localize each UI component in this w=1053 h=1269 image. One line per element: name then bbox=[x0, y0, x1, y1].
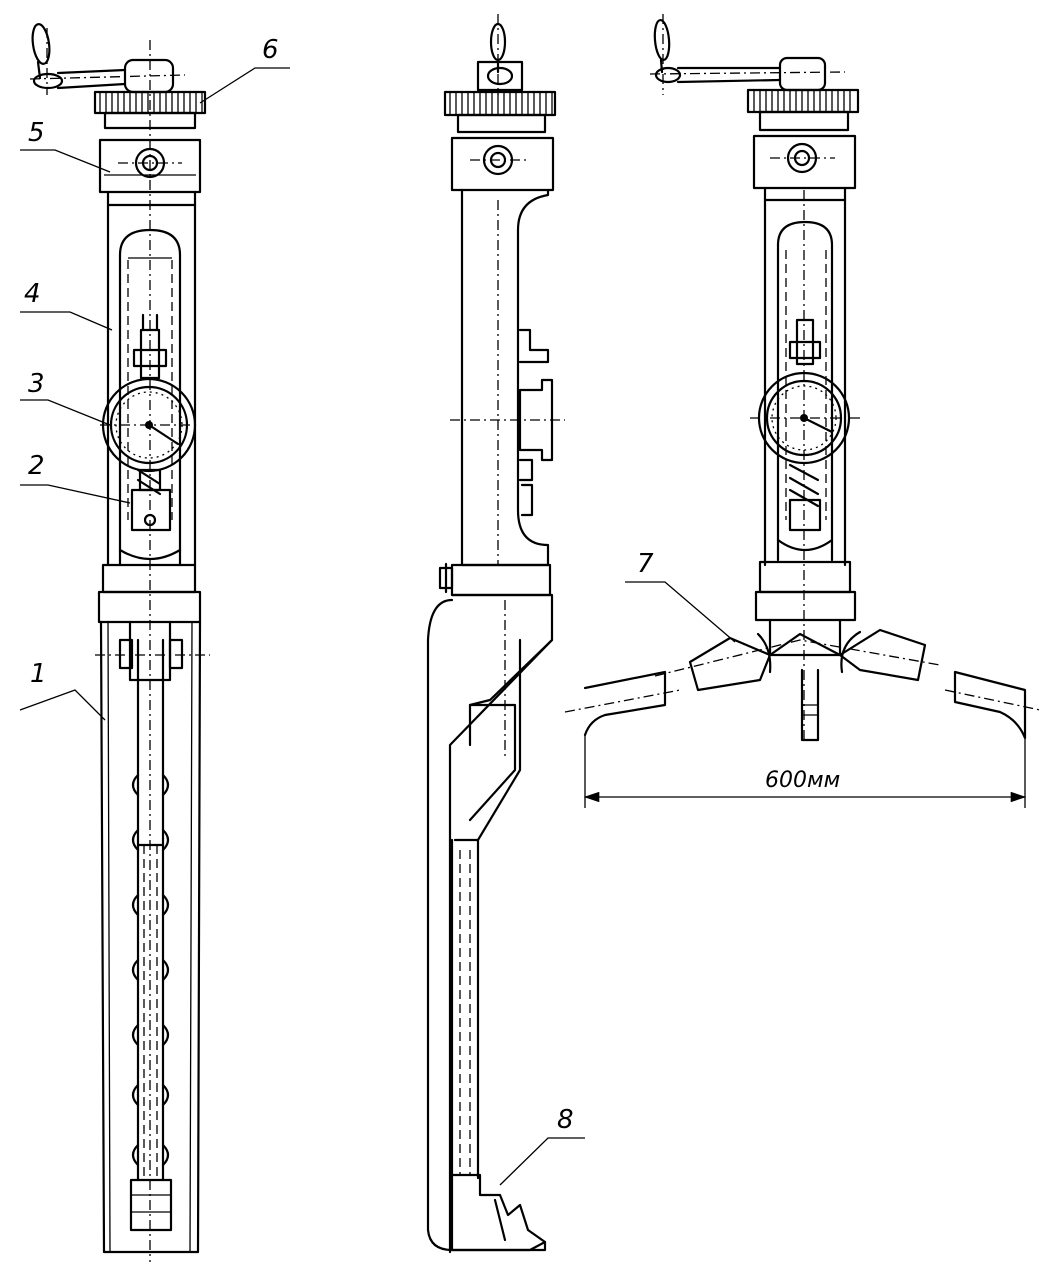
callout-7: 7 bbox=[637, 549, 654, 579]
crank-handle bbox=[29, 23, 186, 95]
callout-8: 8 bbox=[557, 1105, 574, 1135]
right-view: 600мм bbox=[564, 14, 1041, 808]
callout-1: 1 bbox=[30, 659, 47, 689]
callout-leaders bbox=[19, 67, 736, 1186]
callout-5: 5 bbox=[28, 118, 45, 148]
knurled-knob bbox=[93, 90, 207, 130]
callout-3: 3 bbox=[28, 369, 45, 399]
dimension-label: 600мм bbox=[765, 768, 840, 793]
callout-4: 4 bbox=[24, 279, 41, 309]
side-view bbox=[426, 14, 565, 1254]
callout-2: 2 bbox=[28, 451, 45, 481]
callout-6: 6 bbox=[262, 35, 279, 65]
front-view bbox=[29, 23, 210, 1262]
